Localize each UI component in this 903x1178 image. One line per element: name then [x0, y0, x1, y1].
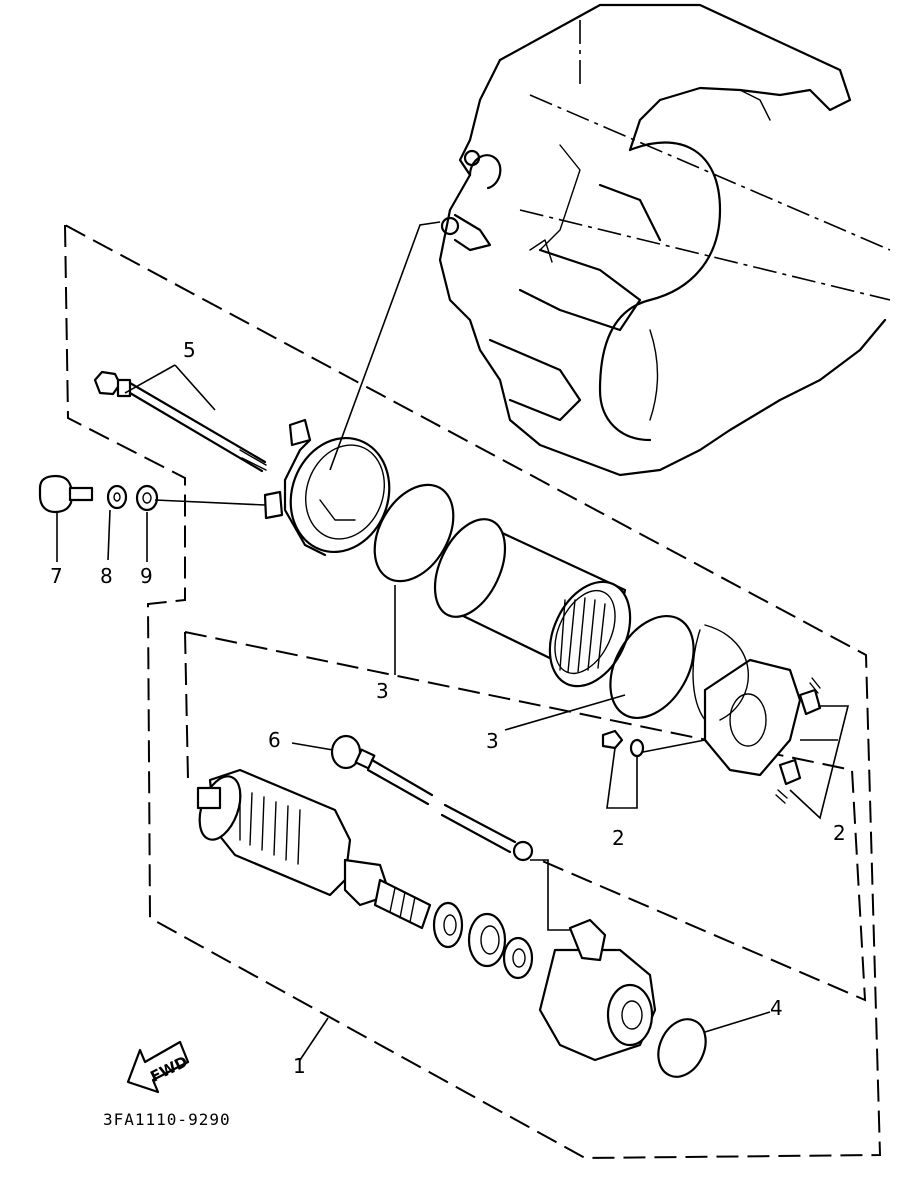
crankcase-housing — [438, 3, 891, 477]
callout-9: 9 — [140, 564, 153, 588]
callout-1: 1 — [293, 1054, 306, 1078]
terminal-bolt — [330, 734, 534, 862]
yoke — [433, 518, 632, 688]
callout-2-nut: 2 — [612, 826, 625, 850]
brush-holder — [692, 624, 822, 804]
diagram-code: 3FA1110-9290 — [103, 1110, 231, 1129]
o-ring-upper — [373, 483, 455, 583]
front-cover — [538, 918, 657, 1062]
o-ring-front — [657, 1018, 707, 1078]
cover-bolt — [38, 474, 94, 514]
armature — [196, 768, 432, 930]
fwd-arrow: FWD — [126, 1040, 191, 1094]
callout-6: 6 — [268, 728, 281, 752]
through-bolt — [93, 370, 267, 473]
callout-7: 7 — [50, 564, 63, 588]
callout-8: 8 — [100, 564, 113, 588]
leader-lines — [56, 221, 850, 1061]
callout-5: 5 — [183, 338, 196, 362]
o-ring-lower — [609, 614, 695, 720]
plain-washer — [135, 484, 159, 512]
rear-cover — [263, 418, 391, 557]
callout-4: 4 — [770, 996, 783, 1020]
callout-3-lower: 3 — [486, 729, 499, 753]
bearing — [467, 912, 507, 968]
inner-boundary — [184, 631, 867, 1002]
oil-seal — [502, 936, 534, 980]
callout-2-brush: 2 — [833, 821, 846, 845]
outer-boundary — [64, 224, 882, 1160]
brush-nut — [601, 729, 624, 750]
brush-washer — [629, 738, 645, 758]
lock-washer — [106, 484, 128, 510]
callout-3-upper: 3 — [376, 679, 389, 703]
bearing-washer — [432, 901, 464, 949]
